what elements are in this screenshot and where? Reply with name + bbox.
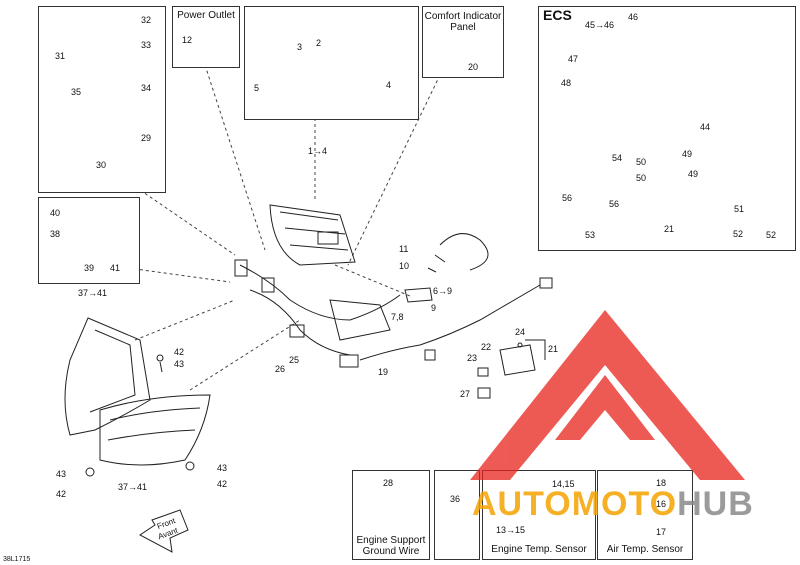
callout-34: 34 bbox=[141, 83, 152, 93]
canister-parts-box bbox=[38, 6, 166, 193]
callout-27: 27 bbox=[460, 389, 471, 399]
callout-43a: 43 bbox=[174, 359, 185, 369]
callout-29: 29 bbox=[141, 133, 152, 143]
callout-44: 44 bbox=[700, 122, 711, 132]
callout-1-4: 1→4 bbox=[308, 146, 328, 156]
callout-52b: 52 bbox=[766, 230, 777, 240]
callout-43c: 43 bbox=[217, 463, 228, 473]
callout-53: 53 bbox=[585, 230, 596, 240]
callout-6-9: 6→9 bbox=[433, 286, 453, 296]
front-arrow-drawing bbox=[139, 509, 189, 553]
callout-3: 3 bbox=[297, 42, 303, 52]
callout-56a: 56 bbox=[562, 193, 573, 203]
comfort-indicator-title-1: Comfort Indicator bbox=[424, 11, 502, 22]
callout-4: 4 bbox=[386, 80, 392, 90]
document-code: 38L1715 bbox=[3, 556, 31, 563]
callout-19: 19 bbox=[378, 367, 389, 377]
comfort-indicator-box: Comfort Indicator Panel bbox=[422, 6, 504, 78]
bulb-parts-box bbox=[38, 197, 140, 284]
callout-42a: 42 bbox=[174, 347, 185, 357]
watermark-auto: AUTO bbox=[472, 485, 572, 523]
callout-51: 51 bbox=[734, 204, 745, 214]
callout-23: 23 bbox=[467, 353, 478, 363]
callout-42c: 42 bbox=[217, 479, 228, 489]
brackets-drawing bbox=[477, 339, 546, 399]
ecs-title: ECS bbox=[543, 7, 572, 23]
engine-support-title-2: Ground Wire bbox=[362, 546, 420, 557]
power-outlet-box: Power Outlet bbox=[172, 6, 240, 68]
callout-39: 39 bbox=[84, 263, 95, 273]
engine-support-box: Engine Support Ground Wire bbox=[352, 470, 430, 560]
air-temp-box: Air Temp. Sensor bbox=[597, 470, 693, 560]
engine-temp-title: Engine Temp. Sensor bbox=[491, 544, 587, 555]
callout-2: 2 bbox=[316, 38, 322, 48]
callout-28: 28 bbox=[383, 478, 394, 488]
callout-52a: 52 bbox=[733, 229, 744, 239]
callout-7-8: 7,8 bbox=[391, 312, 404, 322]
callout-20: 20 bbox=[468, 62, 479, 72]
callout-21a: 21 bbox=[664, 224, 675, 234]
callout-49a: 49 bbox=[682, 149, 693, 159]
callout-13-15: 13→15 bbox=[496, 525, 526, 535]
callout-25: 25 bbox=[289, 355, 300, 365]
callout-12: 12 bbox=[182, 35, 193, 45]
engine-support-title-1: Engine Support bbox=[356, 535, 426, 546]
comfort-indicator-title-2: Panel bbox=[450, 22, 476, 33]
callout-41: 41 bbox=[110, 263, 121, 273]
callout-48: 48 bbox=[561, 78, 572, 88]
callout-10: 10 bbox=[399, 261, 410, 271]
power-outlet-title: Power Outlet bbox=[177, 10, 235, 21]
callout-38: 38 bbox=[50, 229, 61, 239]
callout-33: 33 bbox=[141, 40, 152, 50]
watermark-text: AUTOMOTOHUB bbox=[472, 485, 754, 524]
callout-42b: 42 bbox=[56, 489, 67, 499]
watermark-triangle bbox=[470, 310, 745, 480]
watermark-hub: HUB bbox=[677, 485, 754, 523]
callout-54: 54 bbox=[612, 153, 623, 163]
headlight-drawing bbox=[64, 317, 211, 477]
callout-56b: 56 bbox=[609, 199, 620, 209]
callout-43b: 43 bbox=[56, 469, 67, 479]
callout-21b: 21 bbox=[548, 344, 559, 354]
callout-45-46: 45→46 bbox=[585, 20, 615, 30]
callout-40: 40 bbox=[50, 208, 61, 218]
callout-26: 26 bbox=[275, 364, 286, 374]
callout-37-41a: 37→41 bbox=[78, 288, 108, 298]
watermark-moto: MOTO bbox=[571, 485, 678, 523]
leader-lines bbox=[127, 64, 441, 391]
callout-22: 22 bbox=[481, 342, 492, 352]
engine-temp-box: Engine Temp. Sensor bbox=[482, 470, 596, 560]
part-36-box bbox=[434, 470, 480, 560]
callout-17: 17 bbox=[656, 527, 667, 537]
callout-16: 16 bbox=[656, 499, 667, 509]
callout-5: 5 bbox=[254, 83, 260, 93]
callout-32: 32 bbox=[141, 15, 152, 25]
callout-36: 36 bbox=[450, 494, 461, 504]
callout-18: 18 bbox=[656, 478, 667, 488]
callout-46: 46 bbox=[628, 12, 639, 22]
callout-37-41b: 37→41 bbox=[118, 482, 148, 492]
callout-50b: 50 bbox=[636, 173, 647, 183]
callout-49b: 49 bbox=[688, 169, 699, 179]
callout-31: 31 bbox=[55, 51, 66, 61]
callout-47: 47 bbox=[568, 54, 579, 64]
callout-35: 35 bbox=[71, 87, 82, 97]
callout-50a: 50 bbox=[636, 157, 647, 167]
main-harness-drawing bbox=[234, 204, 553, 368]
gauge-cluster-box bbox=[244, 6, 419, 120]
callout-24: 24 bbox=[515, 327, 526, 337]
callout-9: 9 bbox=[431, 303, 437, 313]
air-temp-title: Air Temp. Sensor bbox=[606, 544, 684, 555]
callout-30: 30 bbox=[96, 160, 107, 170]
callout-14-15: 14,15 bbox=[552, 479, 575, 489]
ecs-box: ECS bbox=[538, 6, 796, 251]
callout-11: 11 bbox=[399, 244, 409, 254]
